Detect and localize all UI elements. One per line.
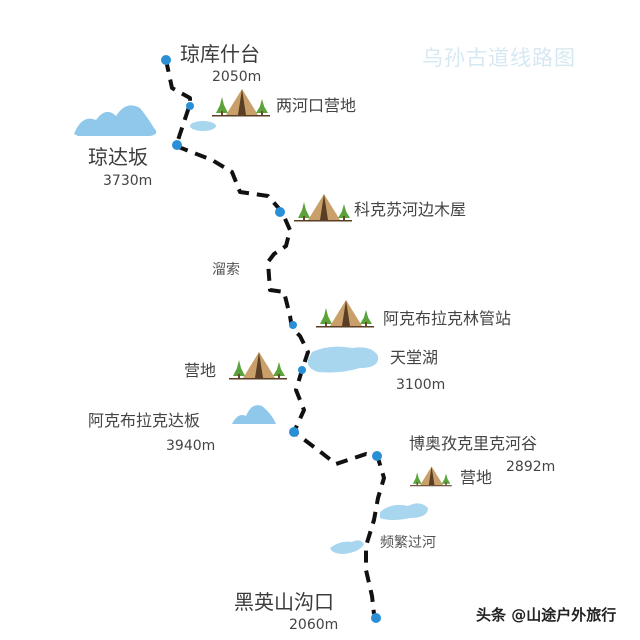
waypoint-akebulake-pass[interactable] [289, 427, 299, 437]
note-river-crossing: 频繁过河 [380, 535, 436, 551]
waypoint-qiongdaban[interactable] [172, 140, 182, 150]
waypoints [161, 55, 382, 623]
lake-tiantanghu [307, 346, 379, 373]
place-akebulake-station: 阿克布拉克林管站 [383, 309, 512, 328]
waypoint-lianghekou[interactable] [186, 102, 194, 110]
campsite-icon [229, 352, 287, 380]
place-camp-2: 营地 [460, 468, 493, 487]
place-kekesu: 科克苏河边木屋 [354, 200, 467, 219]
place-heiyingshan: 黑英山沟口 [234, 590, 334, 614]
elev-tiantanghu: 3100m [396, 377, 446, 393]
map-title: 乌孙古道线路图 [422, 46, 576, 70]
place-camp-1: 营地 [184, 361, 217, 380]
lake-icon [190, 121, 216, 131]
campsite-icon [316, 300, 374, 328]
elev-boaozi: 2892m [506, 459, 556, 475]
place-qiongdaban: 琼达坂 [88, 145, 148, 169]
waypoint-tiantanghu[interactable] [298, 366, 306, 374]
lake-icon [330, 540, 364, 554]
elev-heiyingshan: 2060m [289, 617, 339, 633]
waypoint-akebulake-station[interactable] [289, 321, 297, 329]
campsite-icon [294, 194, 352, 222]
waypoint-qiongkushitai[interactable] [161, 55, 171, 65]
waypoint-kekesu[interactable] [275, 207, 285, 217]
place-tiantanghu: 天堂湖 [390, 348, 439, 367]
mountain-icon [74, 105, 157, 136]
note-liusuo: 溜索 [212, 262, 240, 278]
campsite-icon [410, 466, 452, 487]
watermark: 头条 @山途户外旅行 [476, 606, 617, 624]
place-akebulake-pass: 阿克布拉克达板 [88, 411, 201, 430]
lake-icon [380, 503, 428, 520]
place-lianghekou: 两河口营地 [276, 96, 357, 115]
elev-qiongdaban: 3730m [103, 173, 153, 189]
place-boaozi: 博奥孜克里克河谷 [409, 434, 538, 453]
elev-qiongkushitai: 2050m [212, 69, 262, 85]
mountain-icon [232, 405, 276, 424]
campsite-icon [212, 89, 270, 117]
waypoint-boaozi[interactable] [372, 451, 382, 461]
route-path [164, 59, 386, 615]
place-qiongkushitai: 琼库什台 [180, 42, 260, 66]
waypoint-heiyingshan[interactable] [371, 613, 381, 623]
elev-akebulake-pass: 3940m [166, 438, 216, 454]
